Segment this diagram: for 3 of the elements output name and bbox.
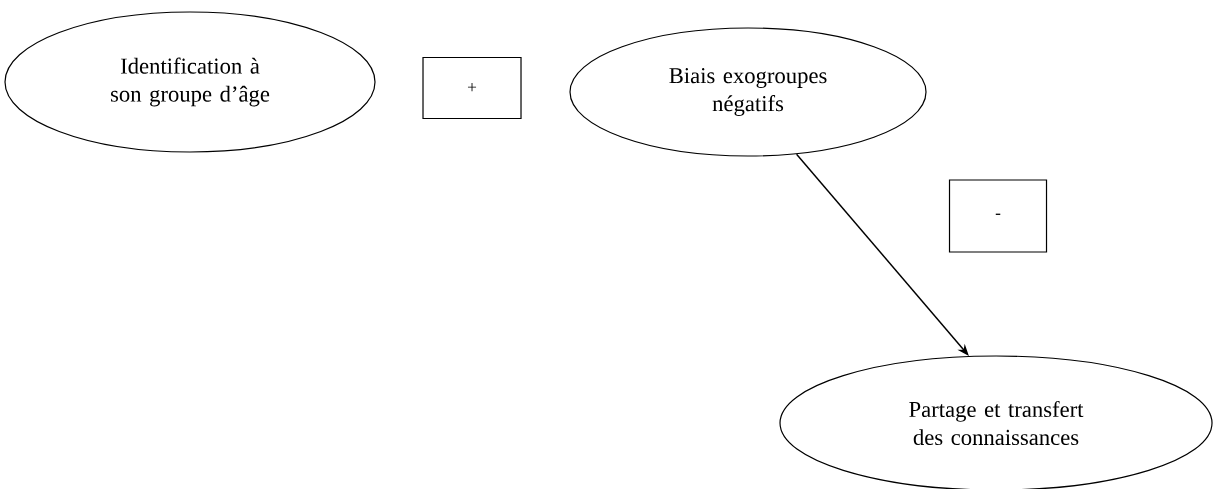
sign-box: - (948, 179, 1048, 253)
arrow (795, 153, 969, 356)
sign-box: + (422, 56, 522, 120)
